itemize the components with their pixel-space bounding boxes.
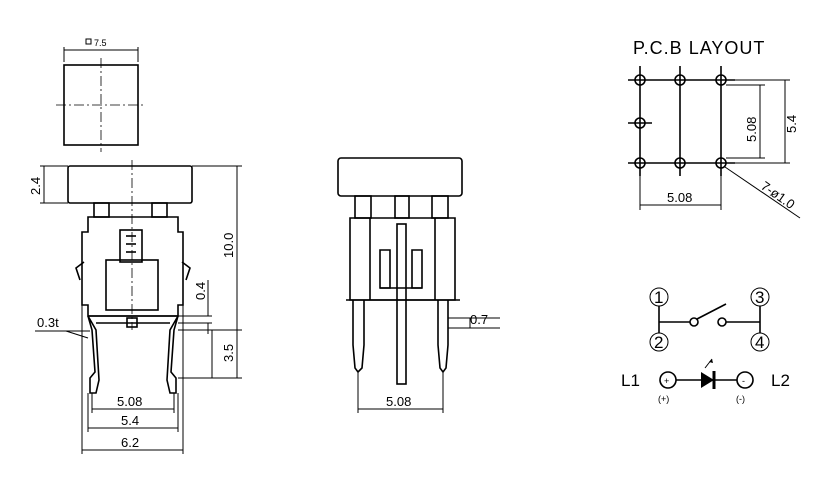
switch-schematic: 1 2 3 4 L1 + - L2 (+) (-) [621, 287, 790, 404]
minus-glyph: - [742, 376, 745, 386]
cap-top-view: 7.5 [56, 38, 146, 152]
plus-glyph: + [664, 376, 669, 386]
switch-side-view [337, 157, 463, 385]
pcb-pitch-h-label: 5.08 [667, 190, 692, 205]
pin-1-label: 1 [654, 288, 663, 307]
cap-height-label: 2.4 [28, 177, 43, 195]
pin-4-label: 4 [755, 333, 764, 352]
lead-length-label: 3.5 [221, 344, 236, 362]
pin-2-label: 2 [654, 333, 663, 352]
width-inner-label: 5.4 [121, 413, 139, 428]
lead-width-label: 0.7 [470, 312, 488, 327]
minus-label: (-) [736, 394, 745, 404]
pcb-span-v-label: 5.4 [784, 115, 799, 133]
pcb-title: P.C.B LAYOUT [633, 38, 765, 58]
gap-label: 0.4 [193, 282, 208, 300]
plus-label: (+) [658, 394, 669, 404]
led-l2-label: L2 [771, 371, 790, 390]
pcb-holes-label: 7-ø1.0 [758, 178, 797, 212]
width-outer-label: 6.2 [121, 435, 139, 450]
front-dimensions: 2.4 10.0 0.4 3.5 0.3t 5.08 5.4 6 [28, 165, 242, 454]
led-icon [701, 372, 714, 388]
side-dimensions: 0.7 5.08 [357, 312, 500, 413]
side-pitch-label: 5.08 [386, 394, 411, 409]
pcb-pitch-v-label: 5.08 [744, 117, 759, 142]
pin-3-label: 3 [755, 288, 764, 307]
switch-front-view [67, 160, 193, 394]
cap-size-label: 7.5 [94, 38, 107, 48]
lead-thickness-label: 0.3t [37, 315, 59, 330]
pcb-layout: P.C.B LAYOUT 5.08 5.4 5.08 7-ø1.0 [628, 38, 801, 219]
total-height-label: 10.0 [221, 233, 236, 258]
front-pitch-label: 5.08 [117, 394, 142, 409]
led-l1-label: L1 [621, 371, 640, 390]
